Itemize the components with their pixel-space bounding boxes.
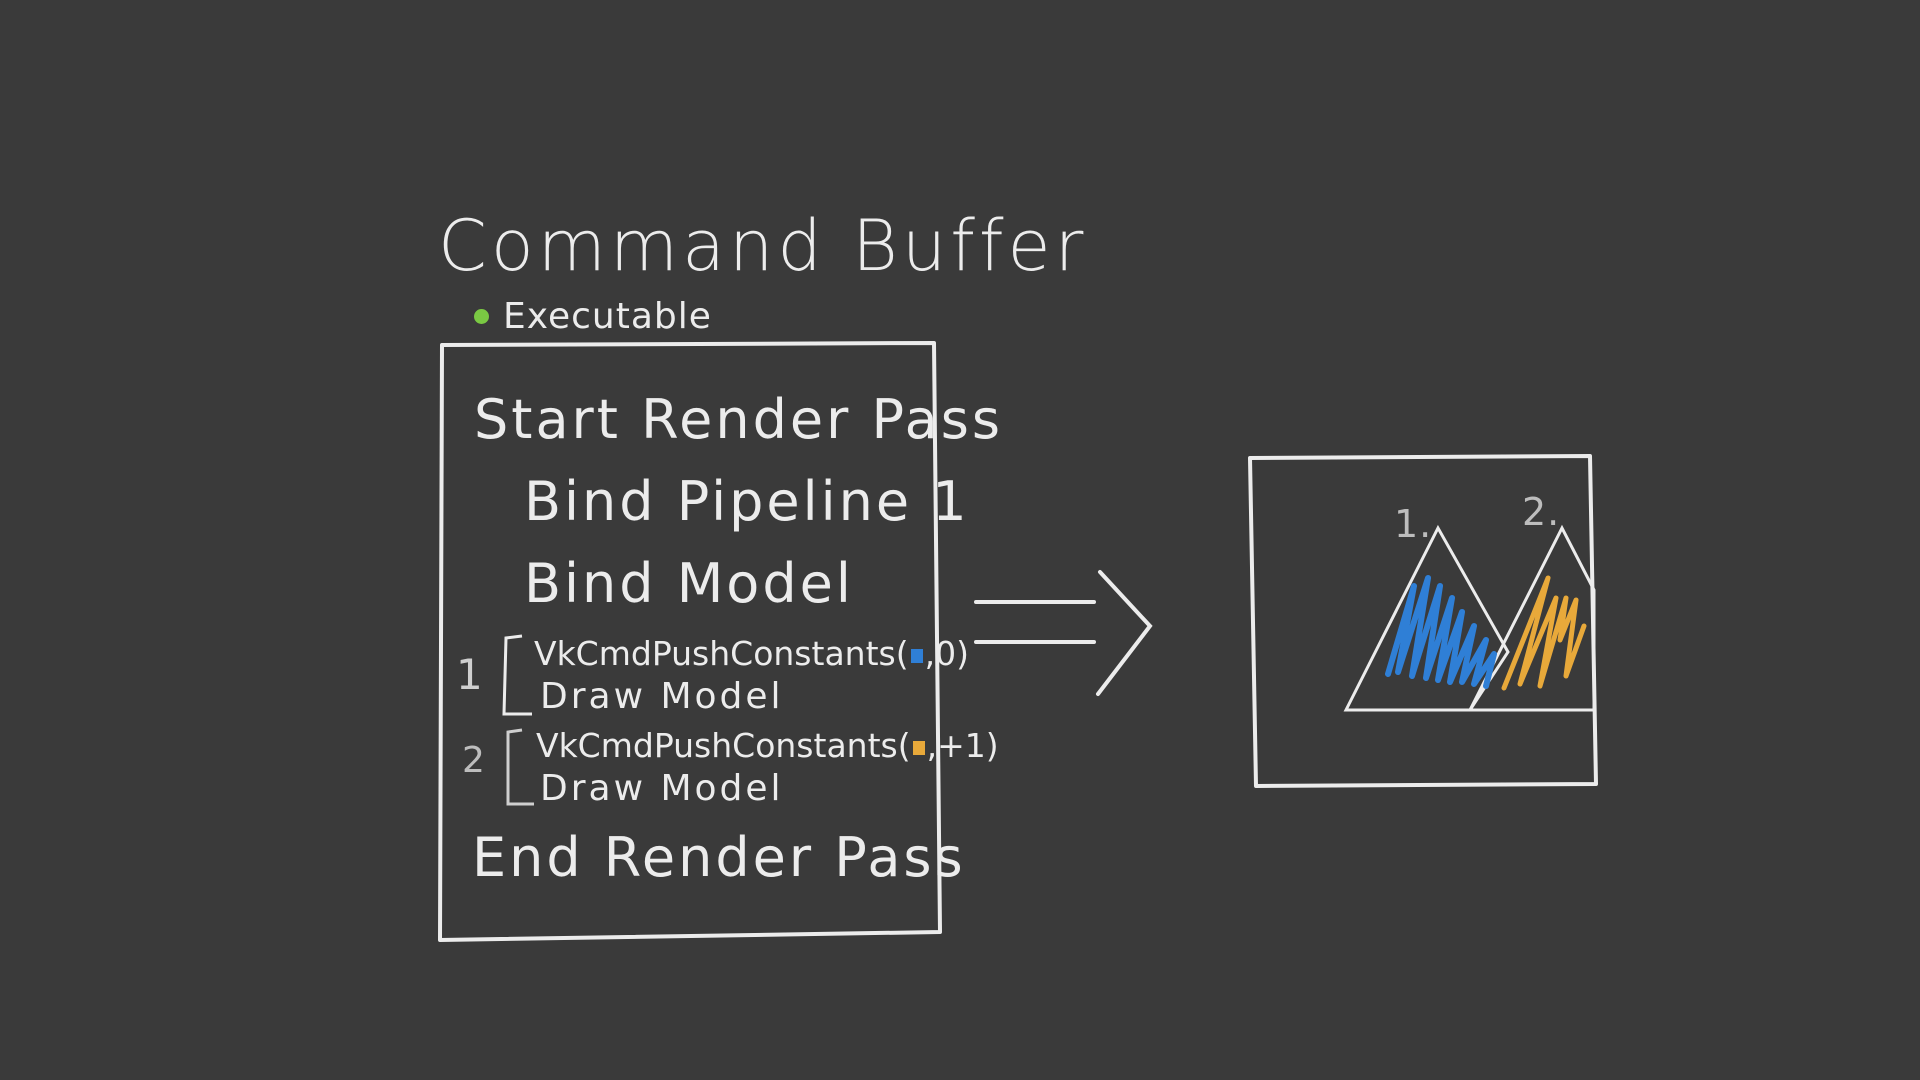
group-1-bracket bbox=[502, 634, 532, 716]
command-buffer-title: Command Buffer bbox=[438, 205, 1088, 287]
group-2-bracket bbox=[506, 728, 534, 806]
push-open-paren: ( bbox=[897, 726, 911, 765]
output-frame bbox=[1248, 454, 1598, 788]
status-indicator: Executable bbox=[474, 296, 712, 337]
triangle-1-fill-scribble bbox=[1385, 575, 1497, 689]
group-1-draw-model: Draw Model bbox=[540, 676, 784, 717]
blue-color-swatch-icon bbox=[910, 648, 923, 663]
arrow-right-icon bbox=[974, 570, 1153, 696]
command-bind-model: Bind Model bbox=[524, 552, 854, 615]
group-1-number: 1 bbox=[456, 650, 484, 699]
push-fn-name: VkCmdPushConstants bbox=[534, 634, 896, 673]
group-2-draw-model: Draw Model bbox=[540, 768, 784, 809]
triangle-2-fill-scribble bbox=[1501, 575, 1587, 691]
group-2-push-constants: VkCmdPushConstants( ,+1) bbox=[536, 726, 999, 765]
command-start-render-pass: Start Render Pass bbox=[474, 388, 1003, 451]
status-label: Executable bbox=[503, 296, 712, 337]
group-2-number: 2 bbox=[462, 740, 486, 781]
push-open-paren: ( bbox=[895, 634, 909, 673]
push-args: ,0) bbox=[924, 634, 969, 673]
push-args: ,+1) bbox=[926, 726, 999, 765]
triangle-2-label: 2. bbox=[1522, 490, 1561, 534]
group-1-push-constants: VkCmdPushConstants( ,0) bbox=[534, 634, 969, 673]
orange-color-swatch-icon bbox=[912, 740, 925, 755]
command-end-render-pass: End Render Pass bbox=[472, 826, 966, 889]
command-buffer-box bbox=[438, 341, 942, 942]
triangle-1-label: 1. bbox=[1394, 502, 1433, 546]
status-dot-icon bbox=[474, 309, 489, 324]
push-fn-name: VkCmdPushConstants bbox=[536, 726, 898, 765]
command-bind-pipeline: Bind Pipeline 1 bbox=[524, 470, 970, 533]
